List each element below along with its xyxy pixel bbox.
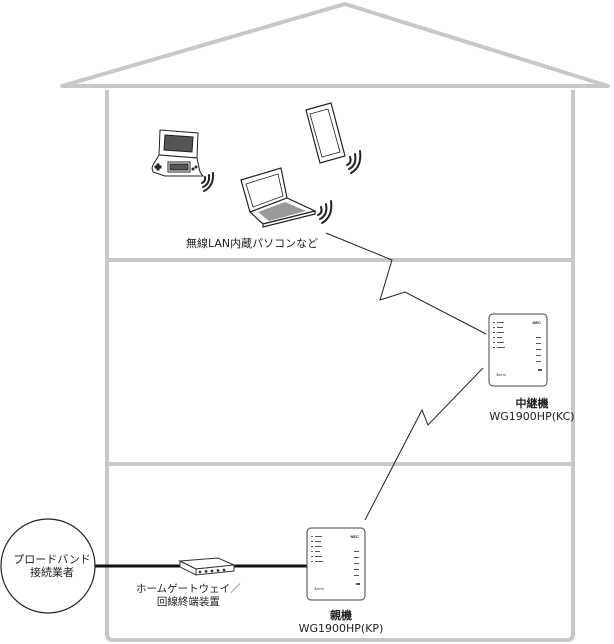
isp-label: プロードバンド 接続業者 [8, 553, 96, 579]
tablet-wifi-signal-icon [346, 150, 362, 174]
extender-role-label: 中継機 [515, 397, 549, 410]
home-gateway-icon [178, 557, 236, 576]
handheld-console-icon [151, 129, 204, 177]
home-gateway-label-line2: 回線終端装置 [156, 596, 220, 608]
isp-label-line2: 接続業者 [30, 566, 74, 579]
wireless-link-pc-to-extender [325, 232, 487, 335]
parent-logo-text: Aterm [313, 586, 324, 591]
laptop-icon [240, 167, 317, 228]
laptop-wifi-signal-icon [317, 200, 333, 224]
isp-label-line1: プロードバンド [13, 553, 91, 566]
extender-label: 中継機 WG1900HP(KC) [478, 397, 586, 423]
parent-router-icon: NEC Aterm [306, 527, 366, 601]
house-walls [105, 90, 575, 642]
parent-brand-mark: NEC [351, 534, 360, 539]
house-roof [60, 2, 610, 88]
parent-role-label: 親機 [330, 609, 352, 622]
console-wifi-signal-icon [201, 172, 215, 192]
parent-model-label: WG1900HP(KP) [298, 622, 384, 635]
extender-model-label: WG1900HP(KC) [489, 410, 575, 423]
home-gateway-label: ホームゲートウェイ／ 回線終端装置 [136, 583, 241, 609]
extender-logo-text: Aterm [495, 372, 506, 377]
wireless-devices-label: 無線LAN内蔵パソコンなど [186, 237, 319, 250]
extender-router-icon: NEC Aterm [488, 313, 548, 387]
wireless-link-parent-to-extender [364, 367, 484, 521]
home-gateway-label-line1: ホームゲートウェイ／ [136, 583, 241, 595]
extender-brand-mark: NEC [533, 320, 542, 325]
house-outline [60, 2, 610, 642]
tablet-icon [305, 102, 346, 164]
parent-router-label: 親機 WG1900HP(KP) [296, 609, 386, 635]
